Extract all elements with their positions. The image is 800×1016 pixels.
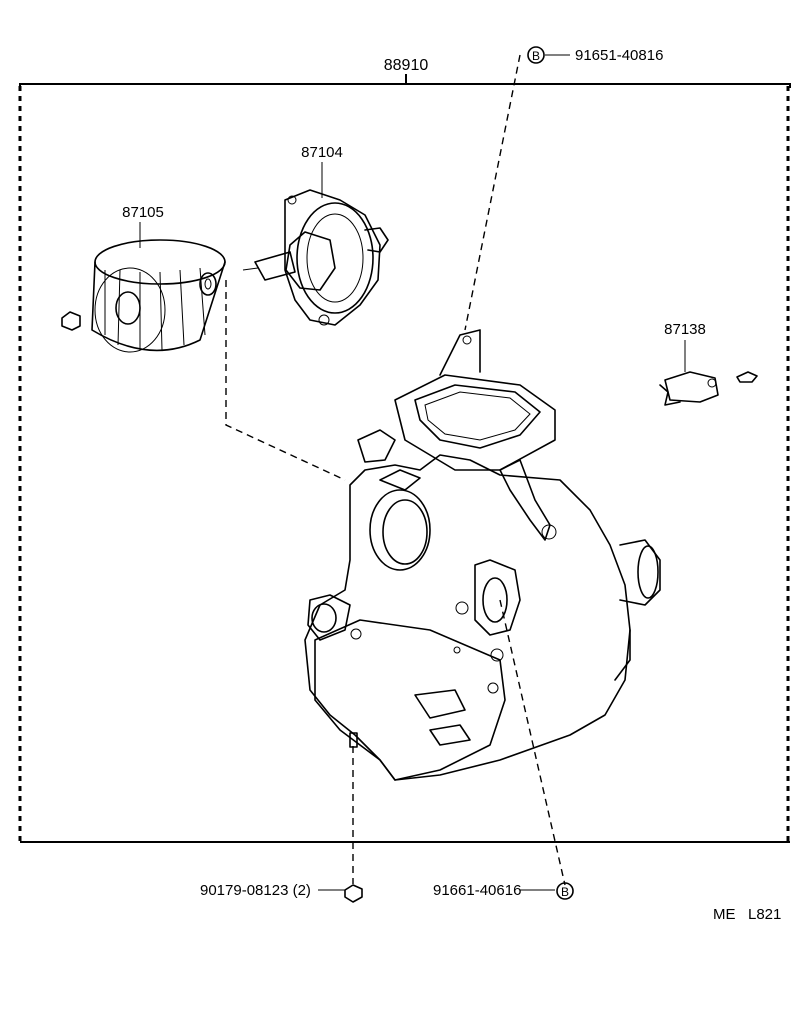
top-screw-label: 91651-40816 (575, 47, 663, 64)
leader-lines (139, 54, 686, 891)
marker-b-bottom: B (556, 882, 574, 900)
assembly-frame (18, 74, 791, 843)
blower-motor (242, 189, 389, 326)
page-code: ME L821 (713, 906, 781, 923)
resistor-screw (736, 371, 758, 383)
bottom-screw-label: 91661-40616 (433, 882, 521, 899)
blower-fan (91, 239, 226, 353)
svg-text:B: B (561, 885, 569, 899)
fan-label: 87105 (122, 204, 164, 221)
resistor-label: 87138 (664, 321, 706, 338)
motor-washer (199, 272, 217, 296)
motor-label: 87104 (301, 144, 343, 161)
svg-text:B: B (532, 49, 540, 63)
nut-label: 90179-08123 (2) (200, 882, 311, 899)
housing-nut (344, 884, 363, 903)
fan-nut (61, 311, 81, 331)
assembly-label: 88910 (384, 57, 429, 74)
blower-resistor (659, 371, 719, 406)
marker-b-top: B (527, 46, 545, 64)
blower-housing (304, 329, 661, 781)
